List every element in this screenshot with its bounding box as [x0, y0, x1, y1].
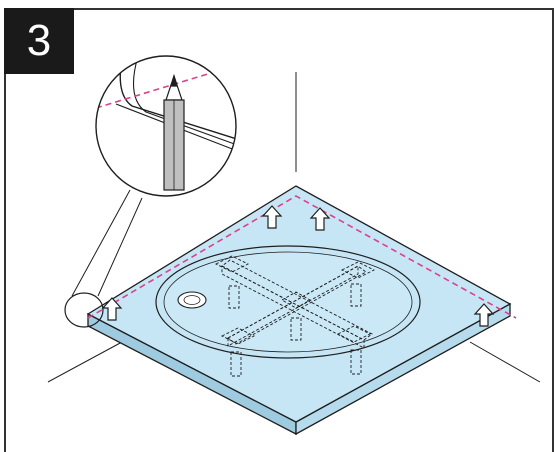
step-number-badge: 3 [4, 8, 74, 74]
tray-basin-inner [163, 251, 413, 353]
drain-inner [183, 295, 201, 305]
leg-nw [228, 285, 240, 309]
pencil-lead [170, 73, 178, 87]
tray-edge-detail-inner [133, 56, 236, 147]
callout-leader-line-b [97, 197, 143, 297]
leg-ne [350, 283, 362, 307]
shower-tray [86, 185, 512, 436]
detail-magnifier-circle [95, 55, 237, 197]
leg-se [350, 349, 362, 375]
support-beam-b-lower [227, 265, 359, 347]
up-arrow-icon [309, 207, 331, 231]
step-number: 3 [26, 16, 52, 65]
pencil-icon [163, 73, 185, 191]
support-frame-hidden [214, 255, 376, 377]
up-arrow-icon [101, 297, 123, 321]
callout-leader-line-a [71, 189, 131, 297]
callout-small-circle [64, 292, 104, 328]
support-center-plate [281, 291, 311, 309]
support-foot-pad-nw [214, 255, 250, 273]
floor-line-left [47, 341, 123, 383]
support-beam-b [227, 265, 367, 345]
support-foot-pad-se [336, 325, 372, 343]
panel-frame [4, 8, 554, 452]
leg-sw [230, 351, 242, 377]
magnifier-ring [95, 55, 237, 197]
lift-arrows [101, 205, 495, 327]
support-legs [228, 283, 362, 377]
up-arrow-icon [473, 303, 495, 327]
support-foot-pad-ne [340, 261, 376, 279]
leg-center [290, 317, 302, 341]
tray-edge-detail-outer [119, 56, 236, 141]
support-foot-pad-sw [220, 327, 256, 345]
wall-marking-line [87, 195, 517, 319]
floor-line-right [469, 341, 541, 383]
support-beam-a-lower [221, 265, 365, 349]
up-arrow-icon [261, 205, 283, 229]
